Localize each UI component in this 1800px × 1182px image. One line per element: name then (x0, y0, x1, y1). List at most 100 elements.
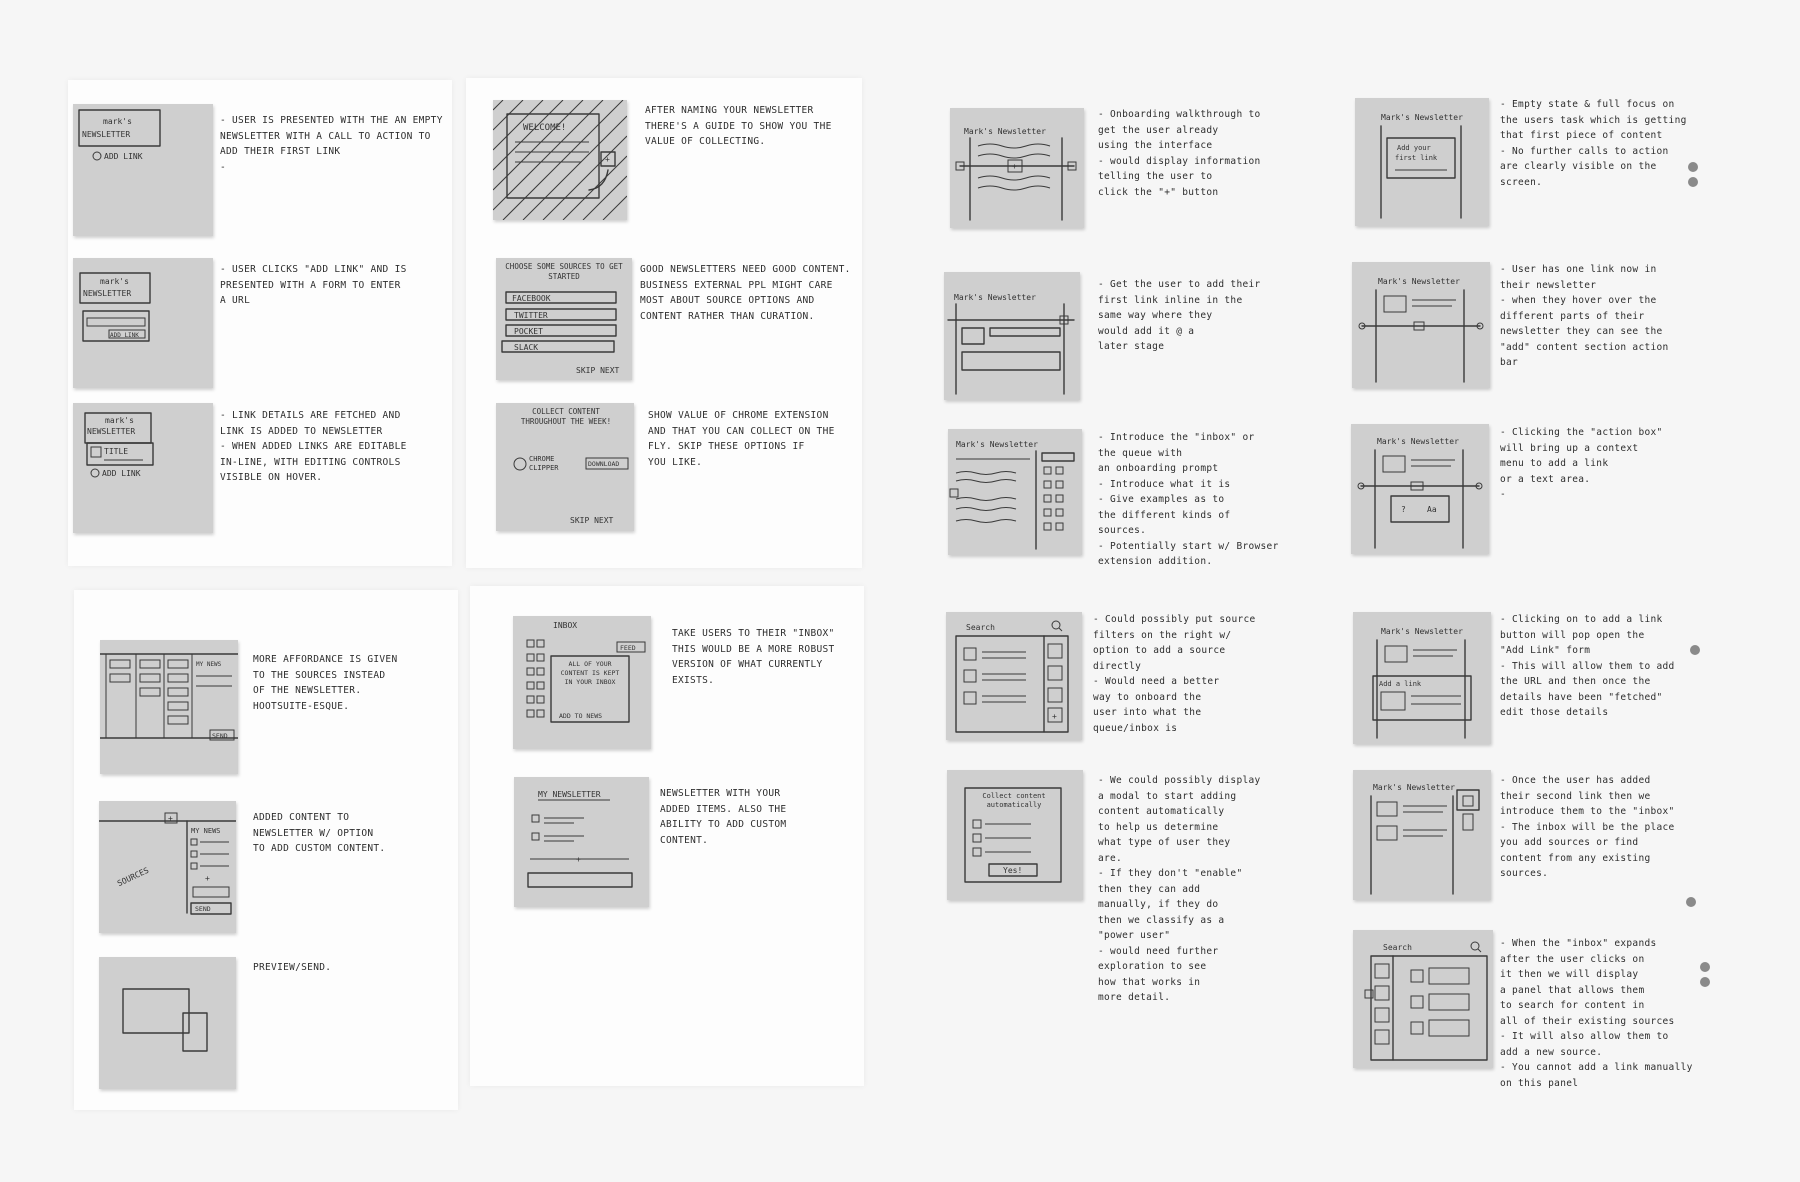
sketch-label: NEWSLETTER (83, 289, 131, 298)
sketch-label: mark's (100, 277, 129, 286)
sketch-label: MY NEWSLETTER (538, 790, 601, 799)
sketch-label: Mark's Newsletter (1378, 277, 1460, 286)
sticky-note-add-link-form: Mark's Newsletter Add a link (1353, 612, 1491, 744)
annotation-add-link-form: - Clicking on to add a link button will … (1500, 614, 1675, 718)
sketch-label: first link (1395, 154, 1438, 162)
svg-text:+: + (168, 814, 173, 823)
svg-text:+: + (205, 874, 210, 883)
sketch-label: ADD LINK (110, 332, 139, 339)
sticky-note-inbox-intro: Mark's Newsletter (948, 429, 1082, 555)
sketch-heading: CHOOSE SOME SOURCES TO GET STARTED (505, 262, 623, 281)
sketch-label: NEWSLETTER (87, 427, 135, 436)
sketch-label: Mark's Newsletter (1373, 783, 1455, 792)
annotation-newsletter-link: - LINK DETAILS ARE FETCHED AND LINK IS A… (220, 410, 407, 483)
sticky-note-second-link: Mark's Newsletter (1353, 770, 1491, 900)
marker-dot (1690, 645, 1700, 655)
sketch-label: Add your (1397, 144, 1431, 152)
sketch-label: FACEBOOK (512, 294, 551, 303)
sketch-label: Mark's Newsletter (1377, 437, 1459, 446)
sketch-label: Mark's Newsletter (1381, 113, 1463, 122)
marker-dot (1700, 977, 1710, 987)
sketch-label: Mark's Newsletter (964, 127, 1046, 136)
sticky-note-sources-custom: + SOURCES MY NEWS + SEND (99, 801, 236, 933)
sticky-note-search-filters: Search + (946, 612, 1082, 740)
sketch-label: WELCOME! (523, 123, 566, 133)
sketch-label: Add a link (1379, 680, 1422, 688)
sticky-note-choose-sources: CHOOSE SOME SOURCES TO GET STARTED FACEB… (496, 258, 632, 380)
annotation-inline-link: - Get the user to add their first link i… (1098, 279, 1261, 352)
annotation-sources-custom: ADDED CONTENT TO NEWSLETTER W/ OPTION TO… (253, 812, 386, 854)
marker-dot (1688, 177, 1698, 187)
sticky-note-collect-content: COLLECT CONTENT THROUGHOUT THE WEEK! CHR… (496, 403, 634, 531)
sketch-label: ADD LINK (102, 469, 141, 478)
annotation-collect-modal: - We could possibly display a modal to s… (1098, 775, 1261, 1003)
sticky-note-sources-columns: MY NEWS SEND (100, 640, 238, 774)
sticky-note-collect-modal: Collect content automatically Yes! (947, 770, 1083, 900)
marker-dot (1700, 962, 1710, 972)
annotation-sources-columns: MORE AFFORDANCE IS GIVEN TO THE SOURCES … (253, 654, 398, 712)
annotation-walkthrough: - Onboarding walkthrough to get the user… (1098, 109, 1261, 198)
sketch-label: SKIP NEXT (576, 366, 620, 375)
annotation-inbox-panel: - When the "inbox" expands after the use… (1500, 938, 1693, 1089)
sticky-note-context-menu: Mark's Newsletter ? Aa (1351, 424, 1489, 554)
sketch-label: Search (966, 623, 995, 632)
sticky-note-my-newsletter: MY NEWSLETTER + (514, 777, 649, 907)
annotation-choose-sources: GOOD NEWSLETTERS NEED GOOD CONTENT. BUSI… (640, 264, 851, 322)
sketch-label: SKIP NEXT (570, 516, 614, 525)
sticky-note-inbox-panel: Search (1353, 930, 1493, 1068)
annotation-collect-content: SHOW VALUE OF CHROME EXTENSION AND THAT … (648, 410, 835, 468)
annotation-inbox-intro: - Introduce the "inbox" or the queue wit… (1098, 432, 1279, 567)
sticky-note-preview (99, 957, 236, 1089)
annotation-empty-state: - Empty state & full focus on the users … (1500, 99, 1687, 188)
sketch-heading: COLLECT CONTENT THROUGHOUT THE WEEK! (520, 407, 612, 426)
annotation-my-newsletter: NEWSLETTER WITH YOUR ADDED ITEMS. ALSO T… (660, 788, 787, 846)
sticky-note-newsletter-link: mark's NEWSLETTER TITLE ADD LINK (73, 403, 213, 533)
svg-text:+: + (1052, 712, 1057, 721)
sketch-label: ADD LINK (104, 152, 143, 161)
sketch-label: CHROME CLIPPER (529, 455, 559, 472)
annotation-newsletter-empty: - USER IS PRESENTED WITH THE AN EMPTY NE… (220, 115, 443, 173)
sticky-note-inline-link: Mark's Newsletter (944, 272, 1080, 400)
sketch-label: TWITTER (514, 311, 548, 320)
svg-text:+: + (1012, 162, 1017, 171)
annotation-second-link: - Once the user has added their second l… (1500, 775, 1675, 879)
sketch-label: Mark's Newsletter (1381, 627, 1463, 636)
sketch-label: Yes! (1003, 866, 1022, 875)
annotation-search-filters: - Could possibly put source filters on t… (1093, 614, 1256, 734)
annotation-context-menu: - Clicking the "action box" will bring u… (1500, 427, 1663, 500)
annotation-newsletter-form: - USER CLICKS "ADD LINK" AND IS PRESENTE… (220, 264, 407, 306)
sticky-note-hover-action: Mark's Newsletter (1352, 262, 1490, 388)
svg-text:+: + (605, 155, 610, 164)
sketch-label: NEWSLETTER (82, 130, 130, 139)
sticky-note-newsletter-form: mark's NEWSLETTER ADD LINK (73, 258, 213, 388)
sketch-label: mark's (105, 416, 134, 425)
sketch-label: Search (1383, 943, 1412, 952)
sketch-label: FEED (620, 644, 636, 652)
sticky-note-inbox: INBOX FEED ALL OF YOUR CONTENT IS KEPT I… (513, 616, 651, 749)
sticky-note-walkthrough: Mark's Newsletter + (950, 108, 1084, 228)
sketch-label: SEND (212, 732, 228, 740)
sketch-label: INBOX (553, 621, 577, 630)
sketch-label: mark's (103, 117, 132, 126)
annotation-welcome: AFTER NAMING YOUR NEWSLETTER THERE'S A G… (645, 105, 832, 147)
svg-text:?: ? (1401, 505, 1406, 514)
annotation-hover-action: - User has one link now in their newslet… (1500, 264, 1669, 368)
marker-dot (1688, 162, 1698, 172)
annotation-preview: PREVIEW/SEND. (253, 962, 332, 973)
annotation-inbox: TAKE USERS TO THEIR "INBOX" THIS WOULD B… (672, 628, 835, 686)
sketch-label: DOWNLOAD (588, 460, 619, 468)
svg-text:Aa: Aa (1427, 505, 1437, 514)
sketch-label: ALL OF YOUR CONTENT IS KEPT IN YOUR INBO… (560, 660, 620, 686)
sketch-label: Collect content automatically (982, 792, 1046, 809)
marker-dot (1686, 897, 1696, 907)
sticky-note-empty-state: Mark's Newsletter Add your first link (1355, 98, 1489, 226)
svg-text:+: + (576, 855, 581, 864)
sticky-note-newsletter-empty: mark's NEWSLETTER ADD LINK (73, 104, 213, 236)
sketch-label: ADD TO NEWS (559, 712, 602, 720)
sketch-label: MY NEWS (191, 827, 221, 835)
svg-text:MY NEWS: MY NEWS (196, 661, 222, 668)
sketch-label: SOURCES (116, 866, 151, 888)
sketch-label: Mark's Newsletter (956, 440, 1038, 449)
sticky-note-welcome: WELCOME! + (493, 100, 627, 220)
sketch-label: POCKET (514, 327, 543, 336)
